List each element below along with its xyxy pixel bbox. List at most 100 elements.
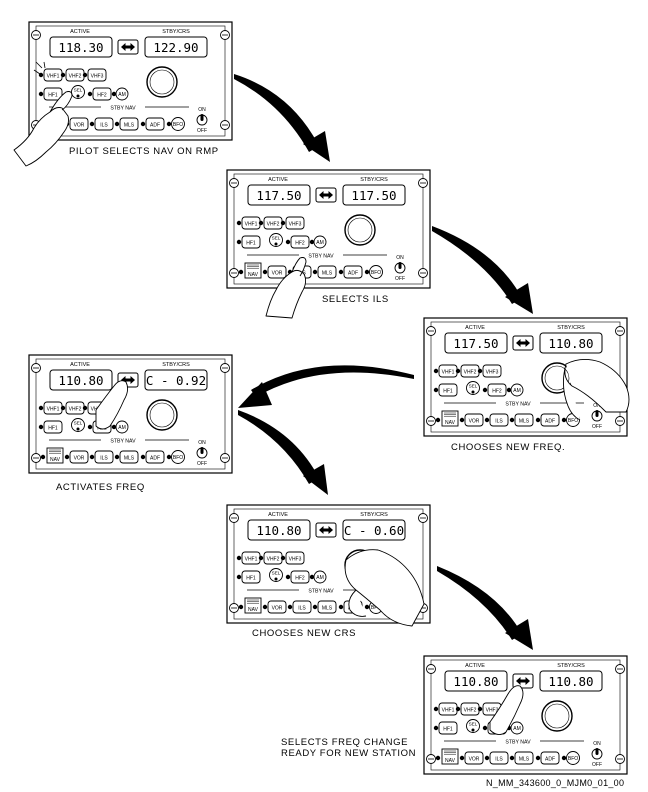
button-sel[interactable]: SEL [466,381,480,395]
button-vor[interactable]: VOR [459,751,484,765]
button-am[interactable]: AM [309,235,327,249]
transfer-button[interactable] [512,673,534,689]
button-hf1[interactable]: HF1 [433,721,458,735]
indicator-light-icon [477,368,483,374]
button-hf1[interactable]: HF1 [433,383,458,397]
button-vhf1[interactable]: VHF1 [433,702,458,716]
button-ils[interactable]: ILS [484,751,509,765]
button-hf2[interactable]: HF2 [482,383,507,397]
standby-label: STBY/CRS [360,512,388,518]
indicator-light-icon [338,269,344,275]
tuning-knob[interactable] [344,214,376,246]
button-vhf1[interactable]: VHF1 [433,364,458,378]
button-am[interactable]: AM [309,570,327,584]
active-label: ACTIVE [465,325,485,331]
button-nav[interactable]: NAV [238,262,262,279]
button-adf[interactable]: ADF [535,751,560,765]
button-nav[interactable]: NAV [238,597,262,614]
button-vor[interactable]: VOR [262,600,287,614]
transfer-button[interactable] [315,522,337,538]
button-ils[interactable]: ILS [484,413,509,427]
button-sel[interactable]: SEL [71,85,85,99]
tuning-knob[interactable] [541,700,573,732]
standby-frequency-window [342,519,406,541]
button-bfo[interactable]: BFO [364,265,383,279]
button-mls[interactable]: MLS [312,600,337,614]
button-hf1[interactable]: HF1 [38,87,63,101]
indicator-light-icon [287,604,293,610]
button-vhf3[interactable]: VHF3 [280,216,305,230]
button-mls[interactable]: MLS [312,265,337,279]
indicator-light-icon [166,454,172,460]
indicator-light-icon [561,755,567,761]
indicator-light-icon [338,604,344,610]
button-vhf1[interactable]: VHF1 [236,216,261,230]
button-vor-label: VOR [469,756,480,762]
indicator-light-icon [364,269,370,275]
button-mls[interactable]: MLS [114,117,139,131]
transfer-button[interactable] [117,39,139,55]
button-ils[interactable]: ILS [89,117,114,131]
button-vhf3[interactable]: VHF3 [280,551,305,565]
active-frequency-window [247,184,311,206]
button-hf1[interactable]: HF1 [236,235,261,249]
button-hf2[interactable]: HF2 [87,87,112,101]
button-nav[interactable]: NAV [40,447,64,464]
active-label: ACTIVE [70,29,90,35]
button-ils[interactable]: ILS [89,450,114,464]
stby-nav-label: STBY NAV [110,106,136,112]
button-sel[interactable]: SEL [466,719,480,733]
button-ils[interactable]: ILS [287,600,312,614]
button-vhf2[interactable]: VHF2 [455,702,480,716]
indicator-light-icon [471,390,475,394]
button-vhf2[interactable]: VHF2 [258,216,283,230]
step-4-caption: ACTIVATES FREQ [56,482,145,493]
button-am[interactable]: AM [111,420,129,434]
button-hf2[interactable]: HF2 [285,235,310,249]
button-am[interactable]: AM [506,383,524,397]
button-hf2[interactable]: HF2 [285,570,310,584]
transfer-button[interactable] [512,335,534,351]
button-adf[interactable]: ADF [535,413,560,427]
button-vhf3[interactable]: VHF3 [477,364,502,378]
button-hf1[interactable]: HF1 [236,570,261,584]
tuning-knob[interactable] [146,66,178,98]
button-vhf3[interactable]: VHF3 [82,68,107,82]
button-sel[interactable]: SEL [269,233,283,247]
button-am[interactable]: AM [111,87,129,101]
panel-inner-frame [35,358,226,470]
button-nav[interactable]: NAV [435,410,459,427]
button-vhf2[interactable]: VHF2 [455,364,480,378]
button-am-label: AM [513,726,521,732]
tuning-knob[interactable] [146,399,178,431]
button-mls[interactable]: MLS [509,751,534,765]
indicator-light-icon [433,387,439,393]
button-hf1-label: HF1 [48,92,58,98]
button-vor[interactable]: VOR [262,265,287,279]
transition-arrow-1 [234,74,330,162]
indicator-light-icon [38,91,44,97]
button-bfo[interactable]: BFO [166,450,185,464]
button-vhf2[interactable]: VHF2 [60,401,85,415]
button-mls[interactable]: MLS [114,450,139,464]
button-nav[interactable]: NAV [435,748,459,765]
button-mls[interactable]: MLS [509,413,534,427]
button-hf2-label: HF2 [492,388,502,394]
button-sel[interactable]: SEL [71,418,85,432]
button-bfo[interactable]: BFO [166,117,185,131]
button-adf[interactable]: ADF [140,450,165,464]
button-vor[interactable]: VOR [64,450,89,464]
button-bfo[interactable]: BFO [561,751,580,765]
button-vor[interactable]: VOR [459,413,484,427]
button-adf[interactable]: ADF [338,265,363,279]
button-sel[interactable]: SEL [269,568,283,582]
transfer-button[interactable] [315,187,337,203]
button-hf1[interactable]: HF1 [38,420,63,434]
button-adf[interactable]: ADF [140,117,165,131]
transition-arrow-5 [437,566,533,650]
